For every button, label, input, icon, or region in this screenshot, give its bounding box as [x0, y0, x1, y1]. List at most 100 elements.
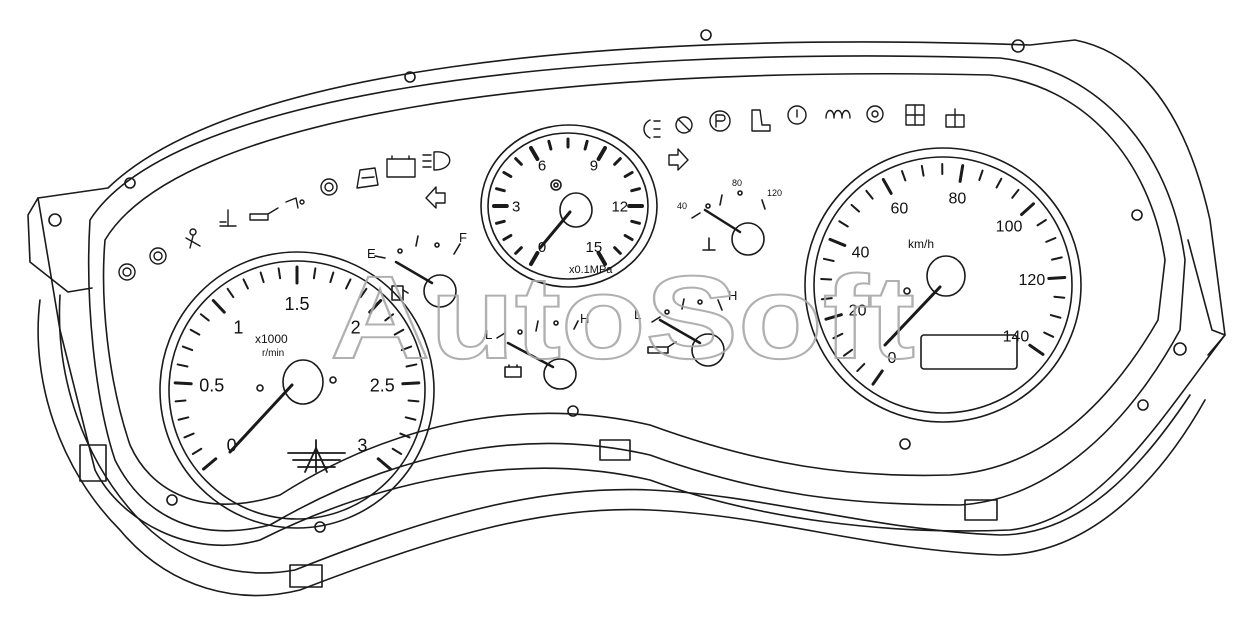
speedometer-tick [842, 348, 854, 357]
screw [1173, 342, 1187, 356]
speedometer-tick [865, 189, 874, 200]
tachometer-tick [400, 345, 413, 352]
tachometer-tick [199, 313, 210, 322]
pressure-gauge-tick [495, 187, 506, 193]
housing-outer [37, 39, 1226, 546]
connector-clip [79, 444, 107, 482]
speedometer-tick [822, 257, 835, 262]
speedometer-tick [1043, 331, 1055, 338]
tachometer-tick [391, 447, 403, 455]
tachometer-needle [228, 383, 294, 454]
speedometer-tick [824, 313, 843, 321]
voltage-gauge-hub [543, 358, 577, 390]
fuel-pump-icon [391, 285, 409, 301]
fuel-full-label: F [459, 230, 467, 245]
pressure-gauge-tick [514, 157, 523, 166]
pressure-gauge-tick [529, 250, 540, 267]
speedometer-tick [978, 169, 984, 182]
screw [48, 213, 62, 227]
tachometer-tick [329, 271, 335, 284]
odometer-lcd [920, 334, 1018, 370]
battery-small-icon [504, 364, 522, 378]
headlight-icon [422, 151, 451, 171]
pressure-gauge-tick [495, 219, 506, 225]
brake-icon [149, 247, 167, 265]
speedometer-tick [1053, 295, 1066, 299]
tachometer-label: 3 [357, 436, 367, 456]
brake-circle-icon [550, 179, 562, 191]
tachometer-tick [384, 313, 395, 322]
oil-pressure-gauge: L H [634, 288, 737, 367]
rear-fog-icon [643, 119, 661, 139]
voltage-gauge-needle [506, 341, 555, 369]
tachometer-dot [329, 376, 337, 384]
pressure-gauge-tick [630, 187, 641, 193]
glow-plug-icon [825, 109, 851, 119]
tachometer-tick [202, 457, 218, 471]
speedometer-tick [850, 203, 861, 213]
oil-pressure-high-label: H [728, 288, 737, 303]
brake-wear-icon [320, 178, 338, 196]
speedometer-tick [1051, 256, 1063, 261]
screw [1137, 399, 1149, 411]
speedometer-label: 20 [849, 303, 867, 320]
steering-icon [866, 105, 884, 123]
seat-icon [751, 109, 771, 132]
pressure-gauge-tick [630, 219, 641, 225]
tachometer-unit-top: x1000 [255, 332, 288, 346]
tachometer-tick [376, 457, 392, 471]
speedometer-bezel [804, 147, 1082, 423]
pressure-gauge-hub [559, 192, 593, 228]
oil-pressure-needle [658, 318, 702, 345]
speedometer-label: 120 [1019, 272, 1046, 289]
left-warning-icons [118, 151, 451, 281]
fuel-gauge-hub [423, 274, 457, 308]
pressure-gauge-label: 15 [586, 239, 603, 256]
voltage-low-label: L [485, 327, 492, 342]
pressure-gauge-tick [502, 234, 513, 241]
tachometer-tick [242, 278, 249, 290]
axle-lock-icon [905, 104, 925, 126]
speedometer-tick [871, 369, 884, 386]
tachometer-tick [226, 287, 235, 299]
screw [1011, 39, 1025, 53]
screw [404, 71, 416, 83]
water-temp-label-40: 40 [677, 201, 687, 211]
pressure-gauge-tick [596, 145, 607, 162]
battery-icon [386, 155, 416, 178]
oil-can-icon [249, 207, 279, 221]
speedometer-tick [838, 220, 849, 228]
screw [567, 405, 579, 417]
thermometer-icon [702, 237, 716, 251]
screw [166, 494, 178, 506]
tachometer-label: 0 [227, 436, 237, 456]
tachometer-tick [399, 432, 411, 439]
brake-fault-icon [787, 105, 807, 125]
pressure-gauge-tick [547, 139, 553, 151]
voltage-gauge: L H [485, 311, 589, 390]
tachometer-dial [168, 260, 426, 520]
speedometer-tick [881, 177, 893, 195]
tachometer-tick [345, 278, 352, 290]
right-mounting-ear [1187, 239, 1226, 356]
oil-pressure-low-label: L [634, 307, 641, 322]
oil-pressure-hub [691, 333, 725, 367]
housing-inner-rim [87, 55, 1186, 532]
tachometer-tick [359, 287, 368, 299]
turn-left-icon [425, 186, 446, 209]
tachometer-tick [404, 416, 417, 421]
water-temp-label-120: 120 [767, 188, 782, 198]
pressure-gauge-tick [529, 145, 540, 162]
speedometer-label: 80 [948, 190, 966, 207]
speedometer-tick [920, 164, 925, 177]
turn-right-icon [668, 148, 689, 171]
fuel-gauge-needle [394, 260, 434, 285]
diff-lock-icon [945, 108, 965, 128]
speedometer-tick [995, 177, 1003, 189]
tachometer-tick [368, 299, 383, 314]
water-temp-gauge: 40 80 120 [677, 178, 782, 256]
tachometer-tick [183, 432, 195, 439]
pressure-gauge-tick [613, 246, 622, 255]
tachometer-tick [173, 381, 193, 386]
